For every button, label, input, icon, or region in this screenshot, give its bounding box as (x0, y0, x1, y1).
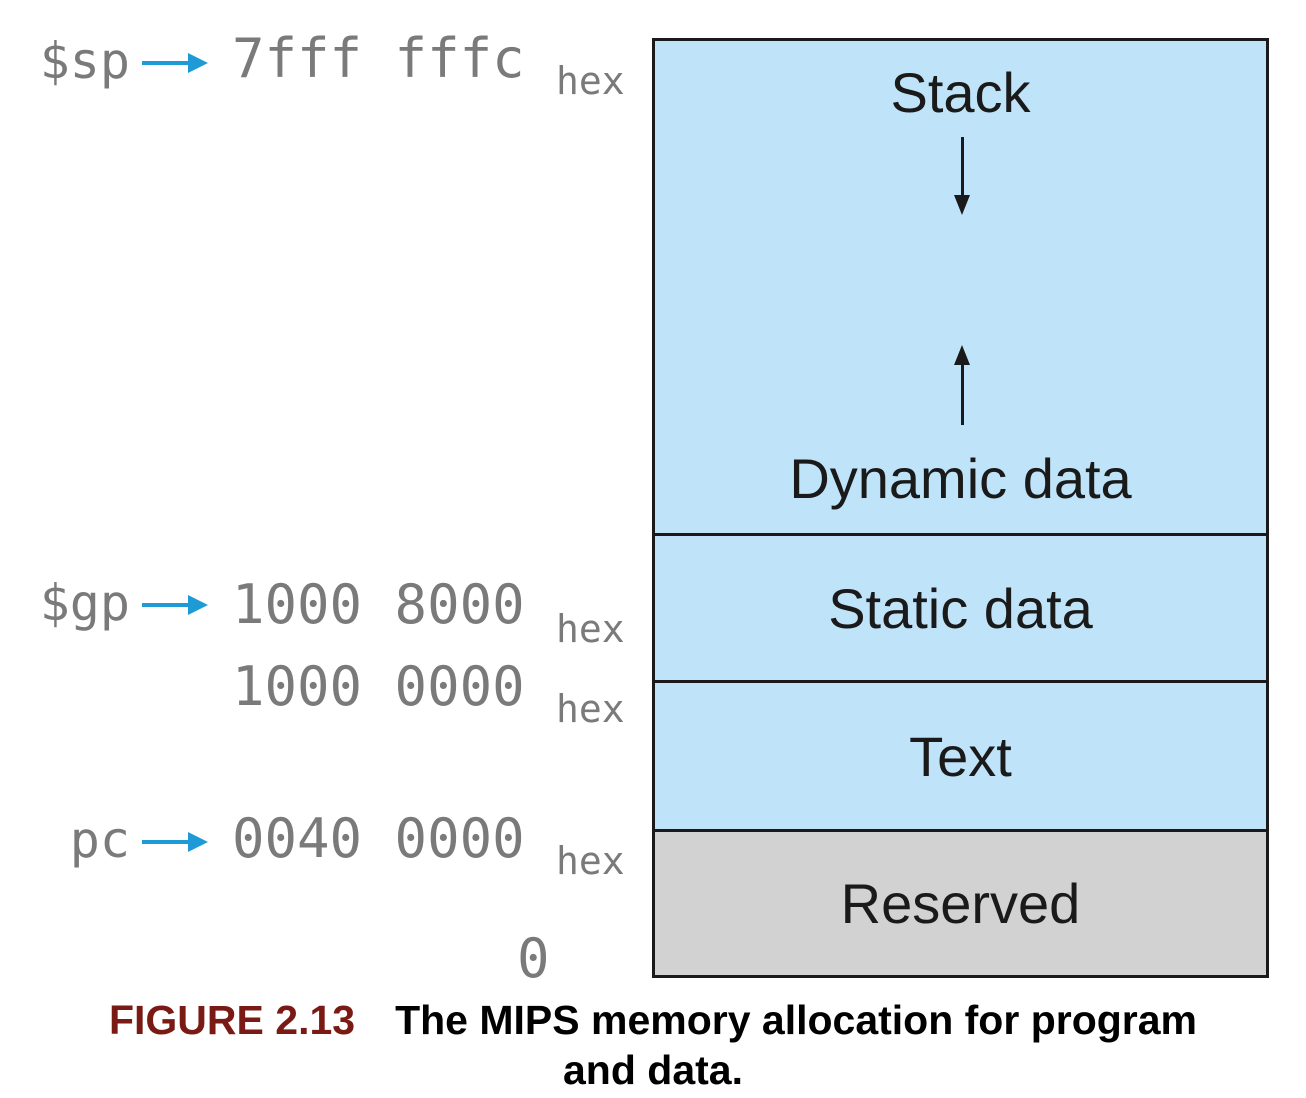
static-data-label: Static data (828, 576, 1093, 640)
pc-pointer-arrow (142, 832, 208, 852)
hex-subscript: hex (556, 687, 625, 731)
caption-line-2: and data. (563, 1047, 743, 1093)
stack-growth-arrow (954, 137, 970, 215)
gp-address: 1000 8000 (232, 573, 525, 636)
heap-growth-arrow (954, 345, 970, 425)
memory-map: Stack Dynamic data Static data Text Rese… (652, 38, 1269, 978)
gp-pointer-arrow (142, 595, 208, 615)
reserved-label: Reserved (840, 872, 1081, 935)
dynamic-data-label: Dynamic data (789, 447, 1132, 510)
hex-subscript: hex (556, 59, 625, 103)
hex-subscript: hex (556, 839, 625, 883)
segment-divider (655, 533, 1266, 536)
zero-address: 0 (517, 927, 550, 990)
static-data-segment: Static data (655, 536, 1266, 680)
gp-register-label: $gp (39, 574, 130, 632)
static-start-address: 1000 0000 (232, 655, 525, 718)
figure-caption: FIGURE 2.13 The MIPS memory allocation fo… (0, 995, 1306, 1095)
segment-divider (655, 829, 1266, 832)
caption-title: The MIPS memory allocation for program (395, 997, 1198, 1043)
sp-register-label: $sp (39, 32, 130, 90)
reserved-segment: Reserved (655, 832, 1266, 975)
figure-number: FIGURE 2.13 (108, 997, 356, 1043)
sp-pointer-arrow (142, 53, 208, 73)
text-start-address: 0040 0000 (232, 807, 525, 870)
stack-dynamic-region (655, 41, 1266, 533)
text-label: Text (909, 724, 1012, 788)
pc-register-label: pc (69, 811, 130, 869)
stack-top-address: 7fff fffc (232, 27, 525, 90)
stack-label: Stack (890, 61, 1031, 124)
text-segment: Text (655, 683, 1266, 829)
caption-line-1: FIGURE 2.13 The MIPS memory allocation fo… (0, 995, 1306, 1045)
hex-subscript: hex (556, 607, 625, 651)
segment-divider (655, 680, 1266, 683)
